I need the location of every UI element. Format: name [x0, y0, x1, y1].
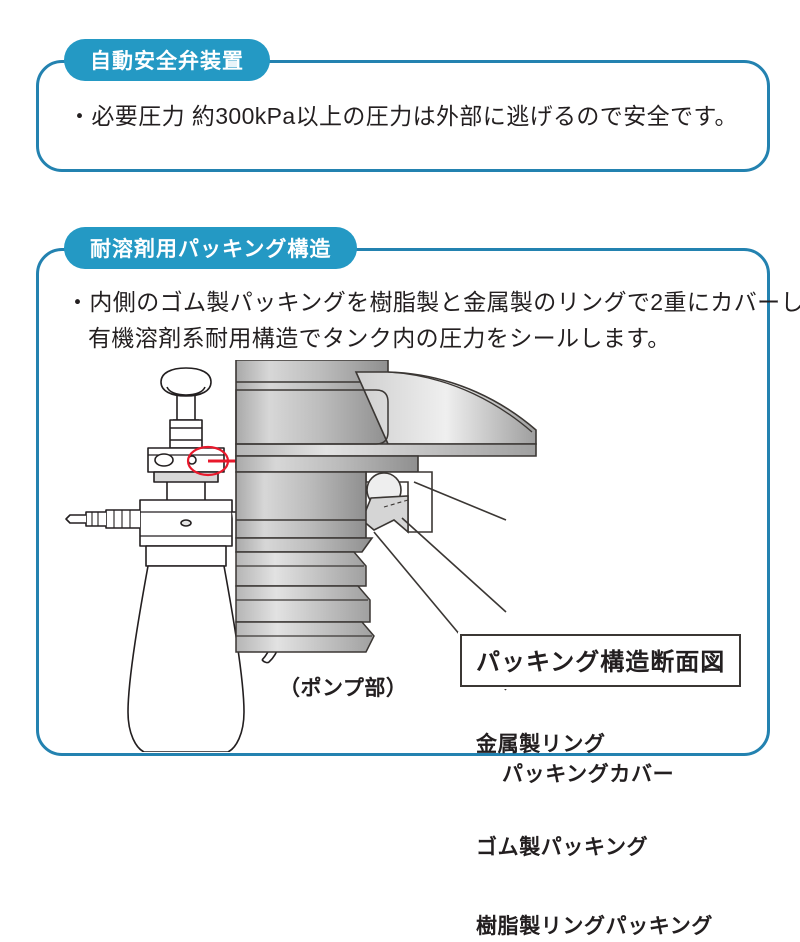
pump-section-label: （ポンプ部） [279, 677, 408, 700]
panel-heading-solvent-resistant-packing: 耐溶剤用パッキング構造 [64, 227, 358, 269]
panel-solvent-resistant-packing: 耐溶剤用パッキング構造 ・内側のゴム製パッキングを樹脂製と金属製のリングで2重に… [36, 227, 800, 938]
callout-metal-ring-line1: 金属製リング [476, 733, 606, 756]
figure-title-box: パッキング構造断面図 [460, 634, 742, 687]
callout-resin-ring: 樹脂製リングパッキング [476, 912, 713, 942]
callout-rubber-packing: ゴム製パッキング [476, 833, 648, 863]
packing-structure-figure: （ポンプ部） パッキング構造断面図 金属製リング パッキングカバー ゴム製パッキ… [36, 360, 770, 938]
panel-text-line: ・内側のゴム製パッキングを樹脂製と金属製のリングで2重にカバーした [66, 289, 800, 315]
figure-illustration [65, 360, 537, 752]
panel-text-line: ・必要圧力 約300kPa以上の圧力は外部に逃げるので安全です。 [68, 103, 738, 129]
panel-auto-safety-valve: 自動安全弁装置 ・必要圧力 約300kPa以上の圧力は外部に逃げるので安全です。 [36, 39, 770, 172]
callout-rubber-packing-line1: ゴム製パッキング [476, 836, 649, 859]
panel-heading-auto-safety-valve: 自動安全弁装置 [64, 39, 270, 81]
panel-text-line: 有機溶剤系耐用構造でタンク内の圧力をシールします。 [88, 325, 671, 351]
resin-ring-packing-part [361, 495, 409, 534]
panel-body-solvent-resistant-packing: ・内側のゴム製パッキングを樹脂製と金属製のリングで2重にカバーした 有機溶剤系耐… [36, 248, 800, 356]
callout-resin-ring-line1: 樹脂製リングパッキング [476, 915, 713, 938]
callout-metal-ring: 金属製リング パッキングカバー [476, 730, 674, 790]
cross-section-drawing [235, 360, 537, 653]
panel-body-auto-safety-valve: ・必要圧力 約300kPa以上の圧力は外部に逃げるので安全です。 [36, 60, 770, 134]
callout-metal-ring-line2: パッキングカバー [502, 763, 675, 786]
